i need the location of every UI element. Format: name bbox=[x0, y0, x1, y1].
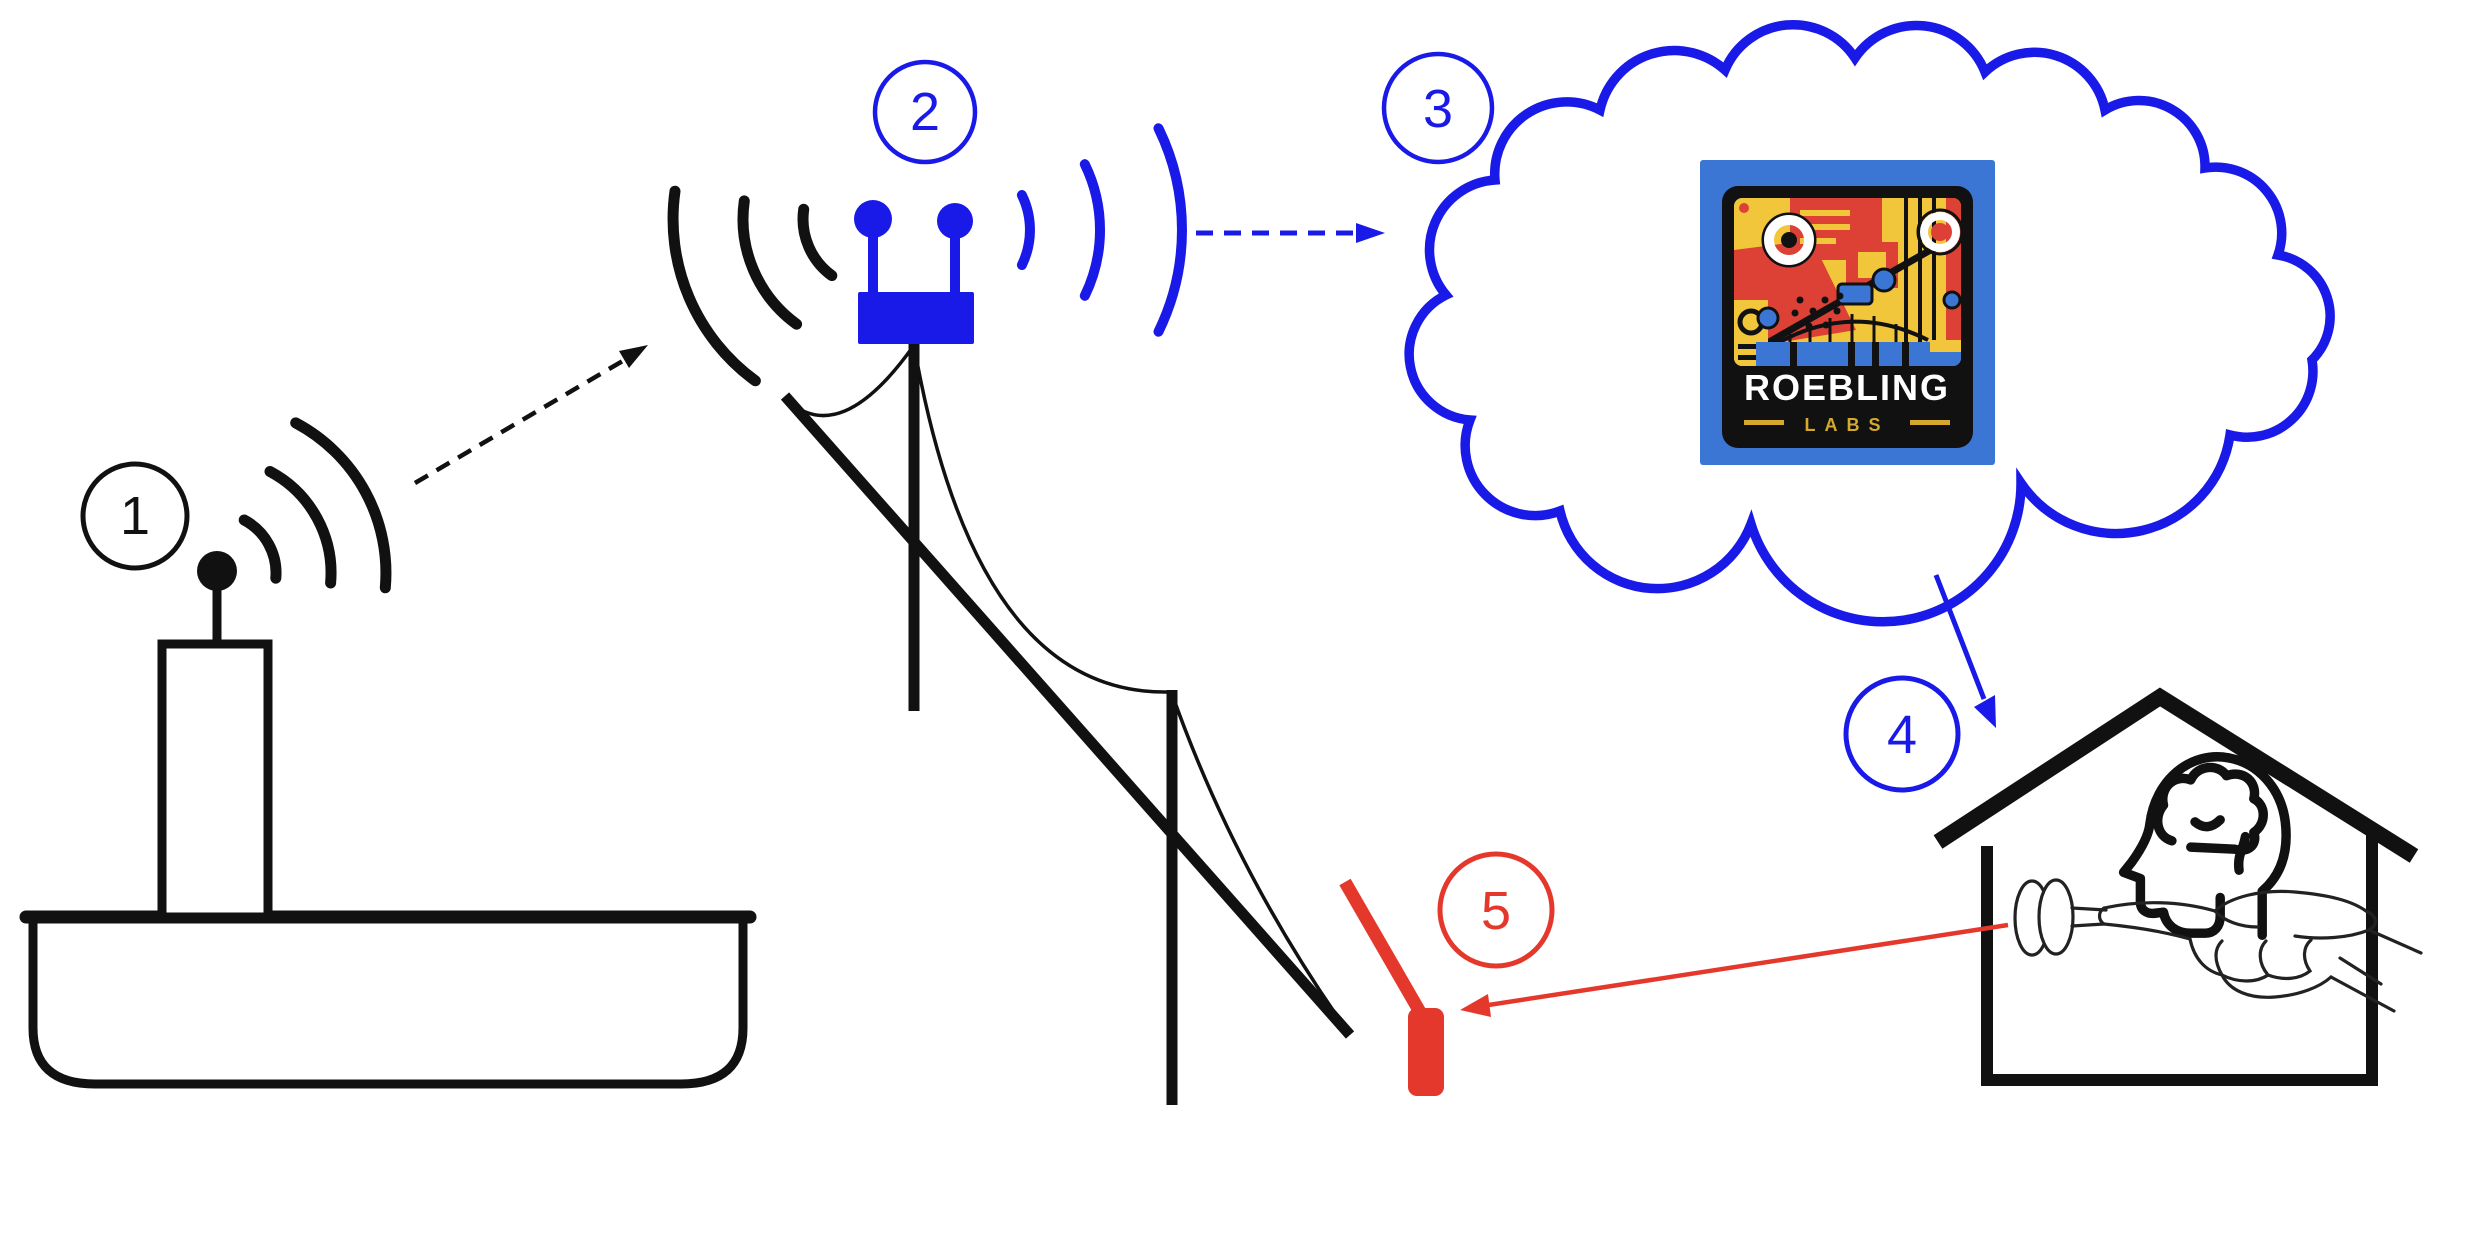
cloud-to-house-arrow bbox=[1933, 574, 1996, 728]
logo-title: ROEBLING bbox=[1744, 367, 1950, 408]
step-1-number: 1 bbox=[120, 486, 150, 546]
head-brain-icon bbox=[2118, 752, 2291, 941]
roebling-labs-logo: ROEBLING LABS bbox=[1700, 160, 1995, 465]
actuator-lever bbox=[1339, 878, 1426, 1016]
house-roof bbox=[1933, 687, 2419, 863]
step-2-badge: 2 bbox=[872, 59, 978, 165]
house-icon bbox=[1933, 687, 2419, 1086]
step-1-badge: 1 bbox=[80, 461, 190, 571]
router-antenna-dot-right bbox=[937, 203, 973, 239]
cable-span-structure bbox=[780, 343, 1355, 1105]
radio-waves-out-icon bbox=[238, 417, 392, 594]
router-antenna-dot-left bbox=[854, 200, 892, 238]
push-button-disk-front bbox=[2037, 878, 2075, 956]
step-4-number: 4 bbox=[1887, 705, 1917, 765]
step-4-badge: 4 bbox=[1843, 675, 1961, 793]
uplink-dashed-arrow bbox=[413, 345, 648, 485]
radio-waves-in-icon bbox=[667, 185, 838, 387]
slope-cable bbox=[780, 392, 1355, 1039]
actuator-icon bbox=[1339, 878, 1444, 1096]
router-body bbox=[858, 292, 974, 344]
sag-wire-3 bbox=[1170, 693, 1350, 1034]
sag-wire-1 bbox=[785, 346, 914, 418]
sag-wire-2 bbox=[912, 344, 1169, 694]
step-2-number: 2 bbox=[910, 82, 940, 142]
gateway-router-icon bbox=[854, 200, 974, 344]
hand-press-button-icon bbox=[2013, 878, 2423, 1013]
antenna-dot bbox=[197, 551, 237, 591]
house-walls bbox=[1981, 832, 2378, 1086]
actuator-body bbox=[1408, 1008, 1444, 1096]
step-3-number: 3 bbox=[1423, 79, 1453, 139]
step-3-badge: 3 bbox=[1381, 51, 1495, 165]
boat-cabin bbox=[157, 639, 273, 922]
boat-hull bbox=[28, 912, 748, 1089]
logo-dash-left bbox=[1744, 420, 1784, 425]
gateway-to-cloud-dashed-arrow bbox=[1196, 223, 1385, 243]
step-5-number: 5 bbox=[1481, 881, 1511, 941]
step-5-badge: 5 bbox=[1437, 851, 1555, 969]
command-arrow bbox=[1460, 922, 2009, 1017]
wifi-waves-blue-icon bbox=[1016, 123, 1187, 337]
logo-mosaic-art bbox=[1734, 198, 1961, 366]
logo-dash-right bbox=[1910, 420, 1950, 425]
logo-subtitle: LABS bbox=[1805, 415, 1890, 435]
boat-transmitter-icon bbox=[19, 417, 757, 1089]
